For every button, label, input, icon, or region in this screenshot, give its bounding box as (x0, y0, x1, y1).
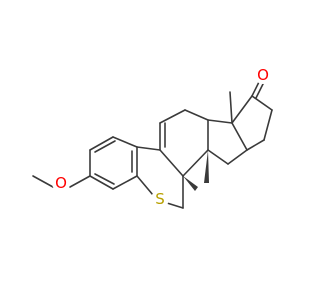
bond (112, 136, 138, 148)
aromatic-ring (89, 136, 138, 190)
bond (136, 175, 154, 196)
wedge-bond (183, 176, 198, 191)
bond (89, 136, 114, 151)
bond (182, 149, 209, 177)
bond (231, 95, 253, 124)
atom-background (52, 174, 70, 192)
bond (246, 139, 265, 151)
methyl-groups (183, 91, 233, 191)
atom-background (254, 66, 272, 84)
molecule-structure: O S O (32, 66, 273, 209)
bond (112, 175, 138, 190)
methoxy-group (32, 175, 91, 188)
bond (184, 109, 209, 121)
bond (69, 175, 91, 188)
bond (89, 175, 114, 190)
bond (94, 140, 116, 153)
bond (231, 122, 248, 151)
ring-d (207, 119, 248, 165)
sulfur-label: S (155, 190, 165, 208)
oxygen-ether-label: O (55, 174, 67, 192)
bond (207, 119, 233, 124)
bond (251, 95, 273, 111)
bond (159, 149, 184, 177)
bond (227, 149, 248, 165)
bond (32, 175, 54, 188)
wedge-bond (204, 150, 209, 183)
bond (94, 173, 115, 185)
atom-labels: O S O (52, 66, 272, 208)
bond (229, 91, 233, 124)
bond (207, 149, 229, 165)
bond (255, 81, 265, 99)
atom-background (151, 190, 169, 208)
bond (136, 146, 161, 151)
ring-c (159, 109, 209, 177)
bond (159, 109, 186, 124)
ketone-ring (231, 79, 273, 151)
oxygen-ketone-label: O (257, 66, 269, 84)
bond (263, 109, 273, 141)
thiopyran-ring (136, 146, 184, 209)
bond (166, 202, 184, 209)
